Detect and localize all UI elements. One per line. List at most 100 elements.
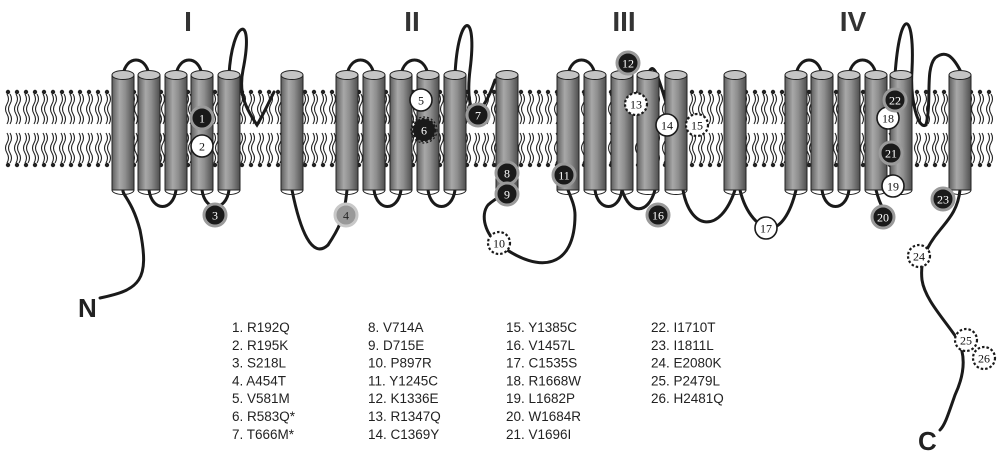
helix-segment	[389, 70, 413, 195]
lipid-tail	[25, 93, 31, 125]
lipid-tail	[274, 132, 280, 164]
lipid-tail	[256, 132, 262, 164]
mutation-marker: 25	[953, 327, 979, 353]
lipid-head	[266, 89, 272, 95]
lipid-tail	[49, 93, 55, 125]
lipid-head	[779, 89, 785, 95]
lipid-head	[257, 162, 263, 168]
legend-entry: 7. T666M*	[232, 427, 295, 442]
helix-segment	[280, 70, 304, 195]
legend-entry: 25. P2479L	[651, 373, 721, 388]
lipid-tail	[769, 132, 775, 164]
lipid-tail	[40, 93, 46, 125]
lipid-tail	[709, 93, 715, 125]
lipid-head	[248, 89, 254, 95]
lipid-head	[806, 89, 812, 95]
lipid-tail	[106, 93, 112, 125]
lipid-tail	[763, 132, 769, 164]
lipid-tail	[754, 93, 760, 125]
mutation-number: 16	[652, 209, 664, 223]
lipid-tail	[241, 132, 247, 164]
domain-label: III	[612, 6, 635, 37]
lipid-head	[95, 89, 101, 95]
mutation-number: 6	[421, 124, 427, 138]
lipid-head	[14, 89, 20, 95]
lipid-head	[482, 89, 488, 95]
lipid-tail	[304, 93, 310, 125]
lipid-tail	[7, 93, 13, 125]
helix-segment	[636, 70, 660, 195]
lipid-head	[320, 162, 326, 168]
mutation-marker: 6	[410, 116, 438, 144]
loop-d2-s2s3	[372, 188, 403, 208]
mutation-number: 11	[558, 169, 570, 183]
lipid-head	[698, 162, 704, 168]
lipid-head	[275, 89, 281, 95]
mutation-marker: 3	[202, 202, 228, 228]
lipid-head	[977, 89, 983, 95]
lipid-head	[257, 89, 263, 95]
lipid-head	[536, 162, 542, 168]
lipid-head	[329, 89, 335, 95]
lipid-tail	[772, 132, 778, 164]
legend-entry: 8. V714A	[368, 320, 424, 335]
helix-segment	[217, 70, 241, 195]
lipid-head	[104, 89, 110, 95]
lipid-tail	[13, 132, 19, 164]
lipid-head	[104, 162, 110, 168]
mutation-marker: 12	[615, 50, 641, 76]
lipid-head	[5, 89, 11, 95]
lipid-tail	[61, 93, 67, 125]
lipid-tail	[526, 93, 532, 125]
legend-entry: 24. E2080K	[651, 356, 722, 371]
lipid-tail	[97, 132, 103, 164]
lipid-head	[41, 162, 47, 168]
linker-ii-iii	[498, 188, 577, 265]
loop-d3-s4s5	[620, 188, 657, 211]
lipid-head	[761, 162, 767, 168]
lipid-tail	[925, 132, 931, 164]
legend-entry: 21. V1696I	[506, 427, 571, 442]
loop-d1-pore	[227, 27, 276, 128]
lipid-head	[95, 162, 101, 168]
mutation-number: 23	[937, 193, 949, 207]
mutation-number: 19	[887, 180, 899, 194]
lipid-tail	[313, 132, 319, 164]
lipid-head	[977, 162, 983, 168]
lipid-tail	[979, 93, 985, 125]
lipid-tail	[922, 132, 928, 164]
mutation-number: 13	[630, 98, 642, 112]
mutation-marker: 5	[409, 88, 433, 112]
lipid-head	[68, 89, 74, 95]
legend-entry: 16. V1457L	[506, 338, 576, 353]
lipid-head	[914, 89, 920, 95]
lipid-tail	[40, 132, 46, 164]
lipid-head	[77, 89, 83, 95]
lipid-head	[329, 162, 335, 168]
lipid-head	[806, 162, 812, 168]
lipid-tail	[481, 132, 487, 164]
lipid-head	[932, 89, 938, 95]
lipid-tail	[70, 132, 76, 164]
lipid-head	[32, 89, 38, 95]
lipid-tail	[250, 132, 256, 164]
lipid-tail	[322, 93, 328, 125]
lipid-tail	[88, 93, 94, 125]
lipid-head	[527, 89, 533, 95]
lipid-tail	[763, 93, 769, 125]
lipid-tail	[916, 132, 922, 164]
legend-entry: 11. Y1245C	[368, 373, 438, 388]
lipid-tail	[310, 132, 316, 164]
lipid-head	[833, 89, 839, 95]
legend-entry: 15. Y1385C	[506, 320, 577, 335]
lipid-head	[311, 162, 317, 168]
lipid-tail	[58, 132, 64, 164]
mutation-marker: 10	[486, 230, 512, 256]
lipid-tail	[472, 132, 478, 164]
lipid-tail	[88, 132, 94, 164]
mutation-number: 8	[504, 167, 510, 181]
lipid-head	[320, 89, 326, 95]
lipid-head	[518, 89, 524, 95]
